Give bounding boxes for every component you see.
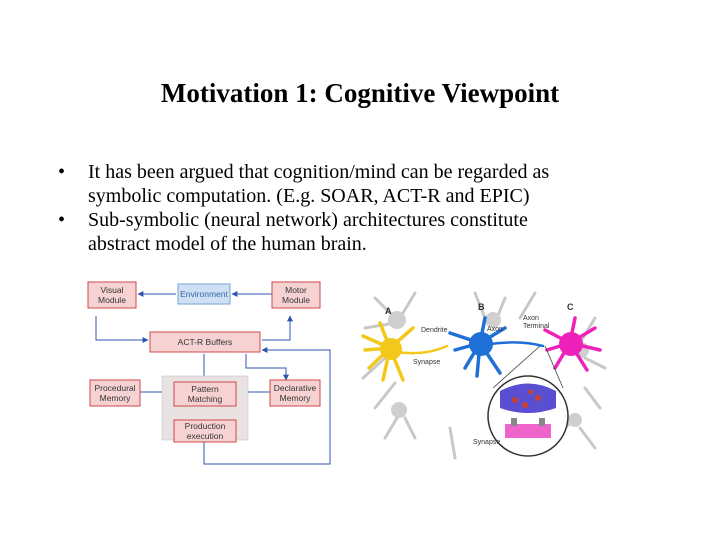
pattern-matching-label-1: Pattern — [191, 384, 219, 394]
neuron-b-soma — [469, 332, 493, 356]
declarative-memory-box — [269, 379, 321, 407]
neuron-label-b: B — [478, 302, 485, 312]
environment-label: Environment — [180, 289, 228, 299]
bullet-item: • It has been argued that cognition/mind… — [58, 160, 698, 208]
production-execution-label-2: execution — [187, 431, 224, 441]
motor-module-box — [271, 281, 321, 309]
synapse-label-left: Synapse — [413, 359, 440, 366]
neuron-b — [448, 316, 545, 378]
bullet-list: • It has been argued that cognition/mind… — [58, 160, 698, 256]
slide-title: Motivation 1: Cognitive Viewpoint — [160, 78, 560, 108]
motor-module-label-2: Module — [282, 295, 310, 305]
bullet-line: Sub-symbolic (neural network) architectu… — [88, 209, 528, 231]
visual-module-box — [87, 281, 137, 309]
neuron-label-c: C — [567, 302, 574, 312]
bullet-line: abstract model of the human brain. — [88, 233, 367, 255]
axon-label: Axon — [487, 326, 503, 333]
pattern-matching-label-2: Matching — [188, 394, 223, 404]
zoom-lines — [492, 345, 564, 389]
neuron-c — [543, 316, 602, 372]
procedural-memory-label-1: Procedural — [94, 383, 135, 393]
actr-buffers-label: ACT-R Buffers — [178, 337, 233, 347]
actr-architecture-diagram: Visual Module Environment Motor Module A… — [87, 281, 331, 465]
neuron-label-a: A — [385, 306, 392, 316]
dendrite-label: Dendrite — [421, 327, 448, 334]
visual-module-label-2: Module — [98, 295, 126, 305]
bullet-symbol: • — [58, 161, 66, 183]
declarative-memory-label-1: Declarative — [274, 383, 317, 393]
neuron-illustration: A B C Dendrite Axon Axon Terminal Synaps… — [361, 291, 607, 460]
presynaptic-terminal — [500, 383, 556, 413]
declarative-memory-label-2: Memory — [280, 393, 311, 403]
bullet-line: It has been argued that cognition/mind c… — [88, 161, 550, 183]
bullet-line: symbolic computation. (E.g. SOAR, ACT-R … — [88, 185, 530, 207]
production-execution-label-1: Production — [185, 421, 226, 431]
procedural-memory-label-2: Memory — [100, 393, 131, 403]
visual-module-label-1: Visual — [101, 285, 124, 295]
axon-terminal-label-2: Terminal — [523, 323, 550, 330]
procedural-memory-box — [89, 379, 141, 407]
bullet-item: • Sub-symbolic (neural network) architec… — [58, 208, 698, 256]
environment-box — [177, 283, 231, 305]
postsynaptic-membrane — [505, 424, 551, 438]
pattern-matching-box — [173, 381, 237, 407]
bullet-symbol: • — [58, 209, 66, 231]
vesicles — [512, 389, 541, 408]
synapse-label-bottom: Synapse — [473, 439, 500, 446]
neuron-a-soma — [380, 338, 402, 360]
neuron-a — [361, 321, 449, 382]
production-execution-box — [173, 419, 237, 443]
actr-buffers-box — [149, 331, 261, 353]
axon-terminal-label-1: Axon — [523, 315, 539, 322]
motor-module-label-1: Motor — [285, 285, 307, 295]
neuron-c-soma — [559, 332, 583, 356]
